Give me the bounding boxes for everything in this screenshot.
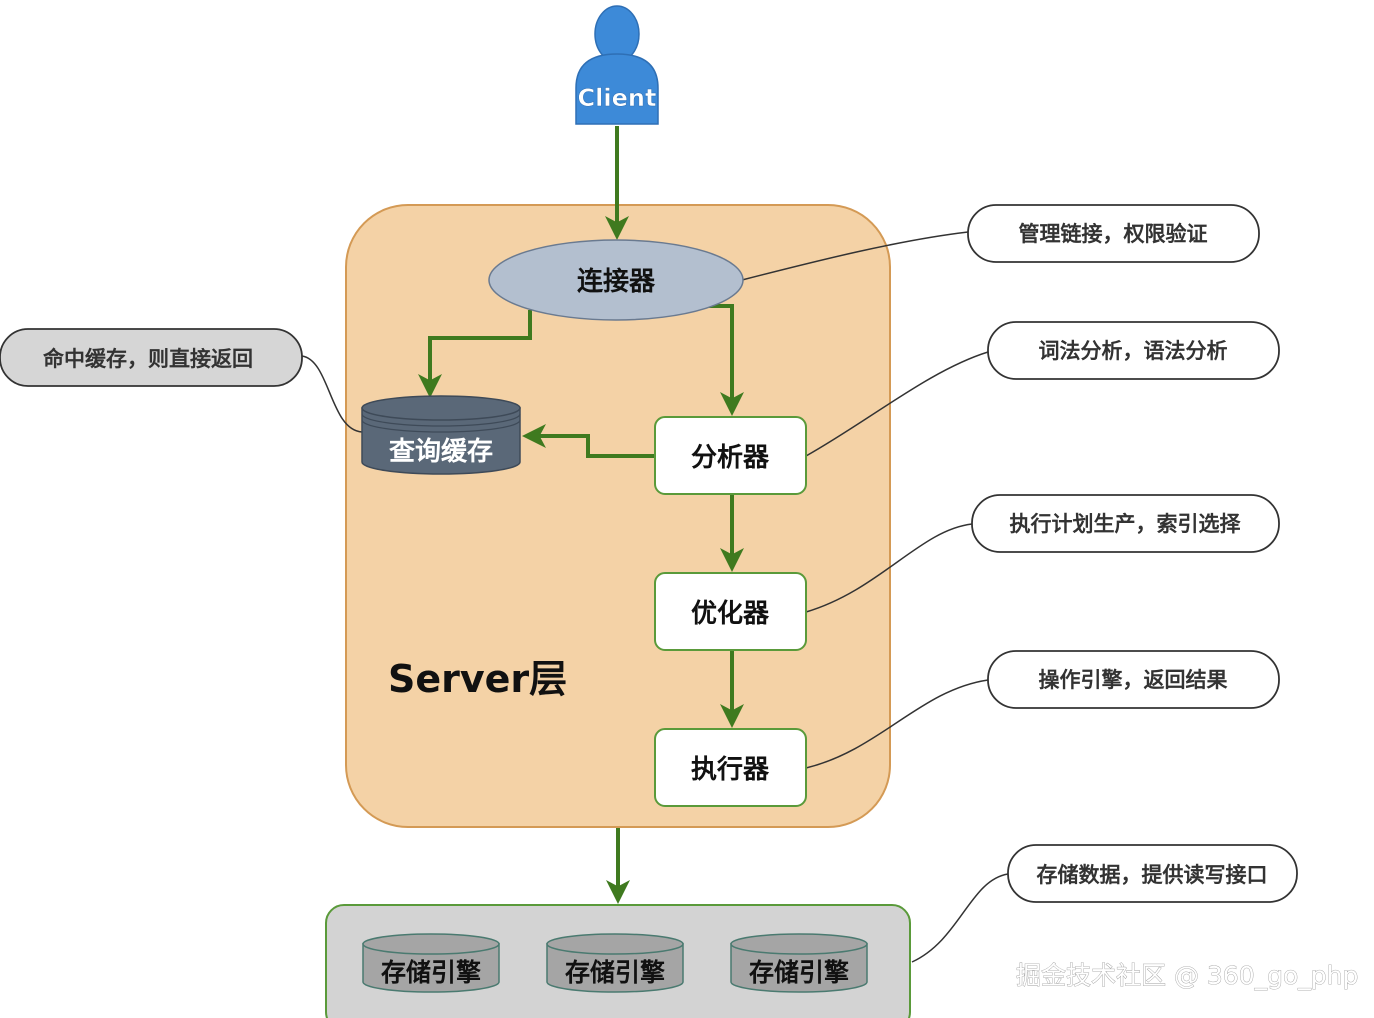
optimizer-label: 优化器	[691, 599, 770, 629]
executor-label: 执行器	[691, 754, 770, 785]
note-executor: 操作引擎，返回结果	[987, 650, 1280, 709]
storage-engine-label: 存储引擎	[381, 958, 481, 987]
flow-arrows	[418, 126, 744, 904]
analyzer-label: 分析器	[691, 443, 770, 473]
storage-engine-label: 存储引擎	[749, 958, 849, 987]
note-storage: 存储数据，提供读写接口	[1007, 844, 1298, 903]
client-icon[interactable]: Client	[575, 5, 659, 125]
server-layer-label: Server层	[388, 657, 567, 701]
note-optimizer: 执行计划生产，索引选择	[971, 494, 1280, 553]
storage-engine-1[interactable]: 存储引擎	[362, 933, 500, 993]
note-analyzer-text: 词法分析，语法分析	[1039, 339, 1228, 363]
analyzer-node[interactable]: 分析器	[654, 416, 807, 495]
storage-engine-3[interactable]: 存储引擎	[730, 933, 868, 993]
note-connector: 管理链接，权限验证	[967, 204, 1260, 263]
connector-label: 连接器	[577, 267, 656, 297]
note-connector-text: 管理链接，权限验证	[1019, 222, 1208, 246]
note-query-cache: 命中缓存，则直接返回	[0, 328, 303, 387]
note-connectors	[301, 231, 1009, 963]
optimizer-node[interactable]: 优化器	[654, 572, 807, 651]
connector-node[interactable]: 连接器	[488, 239, 744, 321]
client-label: Client	[578, 84, 657, 112]
storage-engine-label: 存储引擎	[565, 958, 665, 987]
note-query-cache-text: 命中缓存，则直接返回	[43, 347, 253, 371]
note-storage-text: 存储数据，提供读写接口	[1037, 863, 1268, 887]
note-analyzer: 词法分析，语法分析	[987, 321, 1280, 380]
watermark: 掘金技术社区 @ 360_go_php	[1016, 961, 1358, 990]
arrow-connector-to-cache	[418, 310, 532, 398]
query-cache-node[interactable]: 查询缓存	[361, 395, 521, 475]
executor-node[interactable]: 执行器	[654, 728, 807, 807]
storage-engine-2[interactable]: 存储引擎	[546, 933, 684, 993]
arrow-analyzer-to-cache	[522, 424, 655, 458]
arrow-connector-to-analyzer	[708, 304, 744, 416]
query-cache-label: 查询缓存	[389, 436, 493, 467]
note-optimizer-text: 执行计划生产，索引选择	[1010, 512, 1242, 536]
note-executor-text: 操作引擎，返回结果	[1039, 668, 1228, 692]
